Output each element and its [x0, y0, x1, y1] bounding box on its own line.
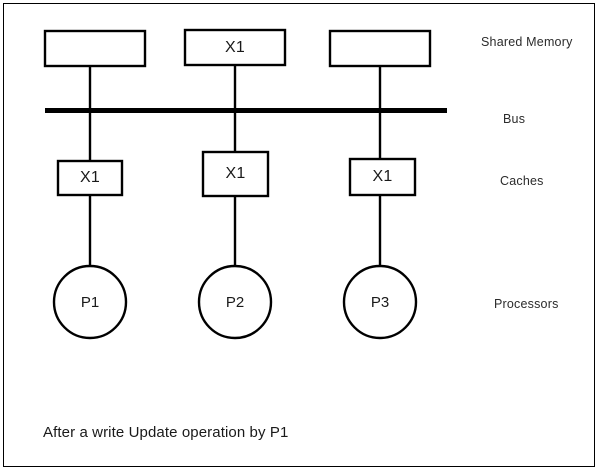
- row-label-shared-memory: Shared Memory: [481, 35, 573, 49]
- cache-2-rect: [201, 150, 270, 198]
- processor-3-label: P3: [370, 293, 390, 311]
- processor-2-label: P2: [225, 293, 245, 311]
- processor-2-circle: [197, 264, 273, 340]
- memory-block-2-label: X1: [225, 38, 245, 56]
- processor-1-label: P1: [80, 293, 100, 311]
- cache-3-rect: [348, 157, 417, 197]
- row-label-caches: Caches: [500, 174, 544, 188]
- cache-1-label: X1: [80, 169, 100, 186]
- memory-block-1-label: [45, 31, 145, 66]
- cache-3-label: X1: [372, 168, 393, 185]
- row-label-processors: Processors: [494, 297, 559, 311]
- cache-1-rect: [56, 159, 124, 197]
- memory-block-3-label: [330, 31, 430, 66]
- cache-2-label: X1: [225, 165, 246, 182]
- memory-block-1-rect: [43, 29, 147, 68]
- figure-caption: After a write Update operation by P1: [43, 424, 289, 441]
- processor-1-circle: [52, 264, 128, 340]
- processor-3-circle: [342, 264, 418, 340]
- memory-block-3-rect: [328, 29, 432, 68]
- figure-border: [3, 3, 595, 467]
- row-label-bus: Bus: [503, 112, 526, 126]
